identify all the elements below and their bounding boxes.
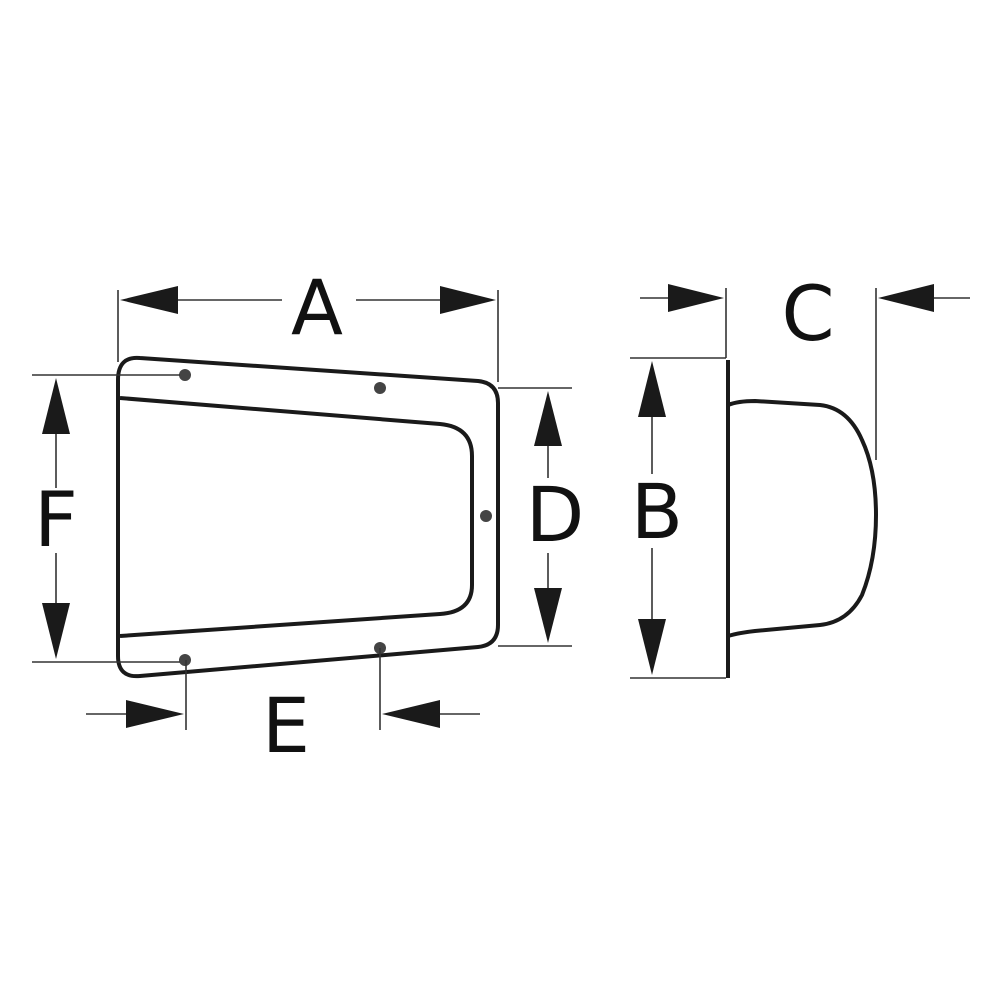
label-c: C <box>781 269 834 358</box>
arrow-head <box>668 284 724 312</box>
screw-hole <box>179 369 191 381</box>
label-a: A <box>291 263 343 352</box>
arrow-head <box>534 588 562 643</box>
dimension-b: B <box>630 357 726 679</box>
arrow-head <box>126 700 184 728</box>
dimension-d: D <box>498 387 585 647</box>
screw-hole <box>179 654 191 666</box>
dimension-f: F <box>32 374 180 663</box>
screw-hole <box>374 382 386 394</box>
side-housing <box>727 399 878 638</box>
arrow-head <box>440 286 496 314</box>
arrow-head <box>42 603 70 659</box>
arrow-head <box>534 391 562 446</box>
side-view <box>726 360 878 678</box>
label-d: D <box>526 470 585 559</box>
arrow-head <box>42 378 70 434</box>
arrow-head <box>878 284 934 312</box>
flange-outline <box>116 355 500 679</box>
arrow-head <box>638 619 666 675</box>
label-f: F <box>34 475 78 564</box>
dimension-c: C <box>640 269 970 460</box>
label-e: E <box>262 681 310 770</box>
dimension-e: E <box>86 648 480 770</box>
arrow-head <box>120 286 178 314</box>
inner-opening <box>119 396 474 638</box>
screw-hole <box>480 510 492 522</box>
front-view <box>116 355 500 679</box>
label-b: B <box>631 467 683 556</box>
arrow-head <box>638 361 666 417</box>
dimension-a: A <box>117 263 499 382</box>
arrow-head <box>382 700 440 728</box>
